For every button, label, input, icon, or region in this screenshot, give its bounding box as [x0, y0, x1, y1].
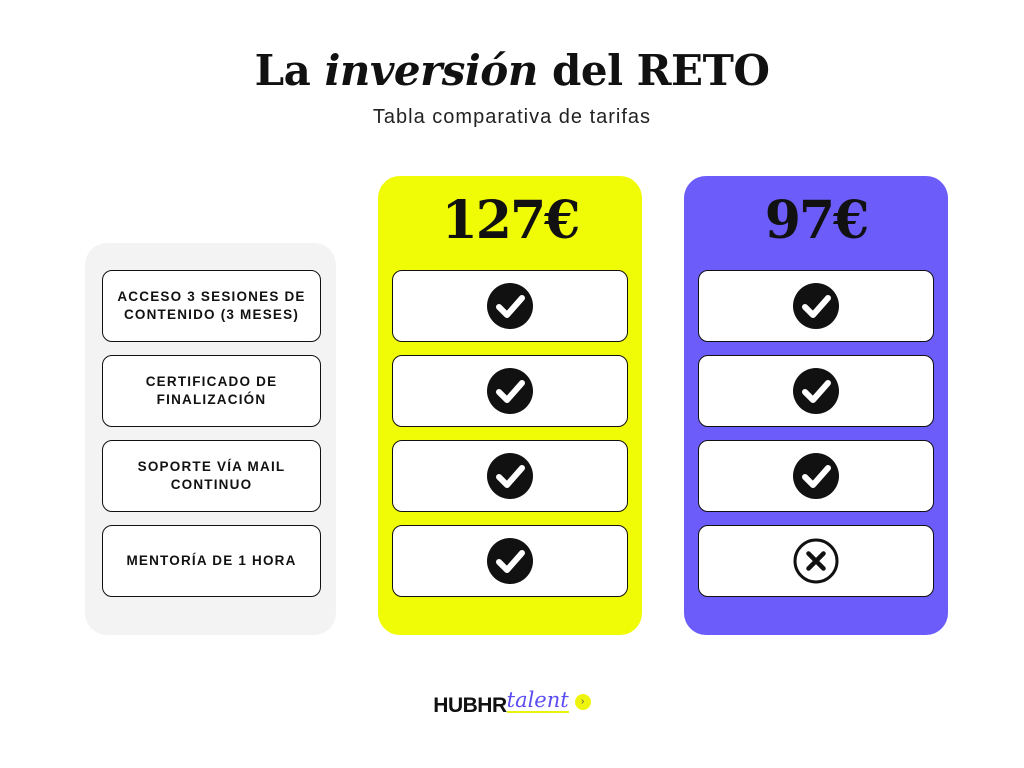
feature-item: CERTIFICADO DE FINALIZACIÓN — [102, 355, 321, 427]
plan-cell — [698, 440, 934, 512]
page-title: La inversión del RETO — [0, 46, 1024, 95]
title-part-1: La — [254, 46, 325, 95]
plan-price: 97€ — [764, 190, 870, 251]
title-part-2: inversión — [324, 46, 538, 95]
check-icon — [792, 367, 840, 415]
plan-cell — [392, 355, 628, 427]
plan-cell — [392, 270, 628, 342]
features-panel: ACCESO 3 SESIONES DE CONTENIDO (3 MESES)… — [85, 243, 336, 635]
plan-cell — [698, 525, 934, 597]
cross-icon — [792, 537, 840, 585]
logo-sub: talent — [506, 688, 569, 713]
plan-card-97: 97€ — [684, 176, 948, 635]
plan-cell — [392, 525, 628, 597]
check-icon — [486, 367, 534, 415]
plan-cell — [698, 355, 934, 427]
plan-card-127: 127€ — [378, 176, 642, 635]
logo-arrow-icon: › — [574, 694, 591, 710]
plan-cell — [698, 270, 934, 342]
plan-cell — [392, 440, 628, 512]
feature-item: SOPORTE VÍA MAIL CONTINUO — [102, 440, 321, 512]
check-icon — [486, 452, 534, 500]
plan-price: 127€ — [441, 190, 581, 251]
feature-item: ACCESO 3 SESIONES DE CONTENIDO (3 MESES) — [102, 270, 321, 342]
brand-logo: HUBHR talent › — [0, 689, 1024, 718]
page-subtitle: Tabla comparativa de tarifas — [372, 106, 652, 128]
check-icon — [792, 452, 840, 500]
logo-brand: HUBHR — [433, 694, 507, 717]
check-icon — [792, 282, 840, 330]
feature-item: MENTORÍA DE 1 HORA — [102, 525, 321, 597]
check-icon — [486, 537, 534, 585]
title-part-3: del RETO — [537, 46, 770, 95]
check-icon — [486, 282, 534, 330]
